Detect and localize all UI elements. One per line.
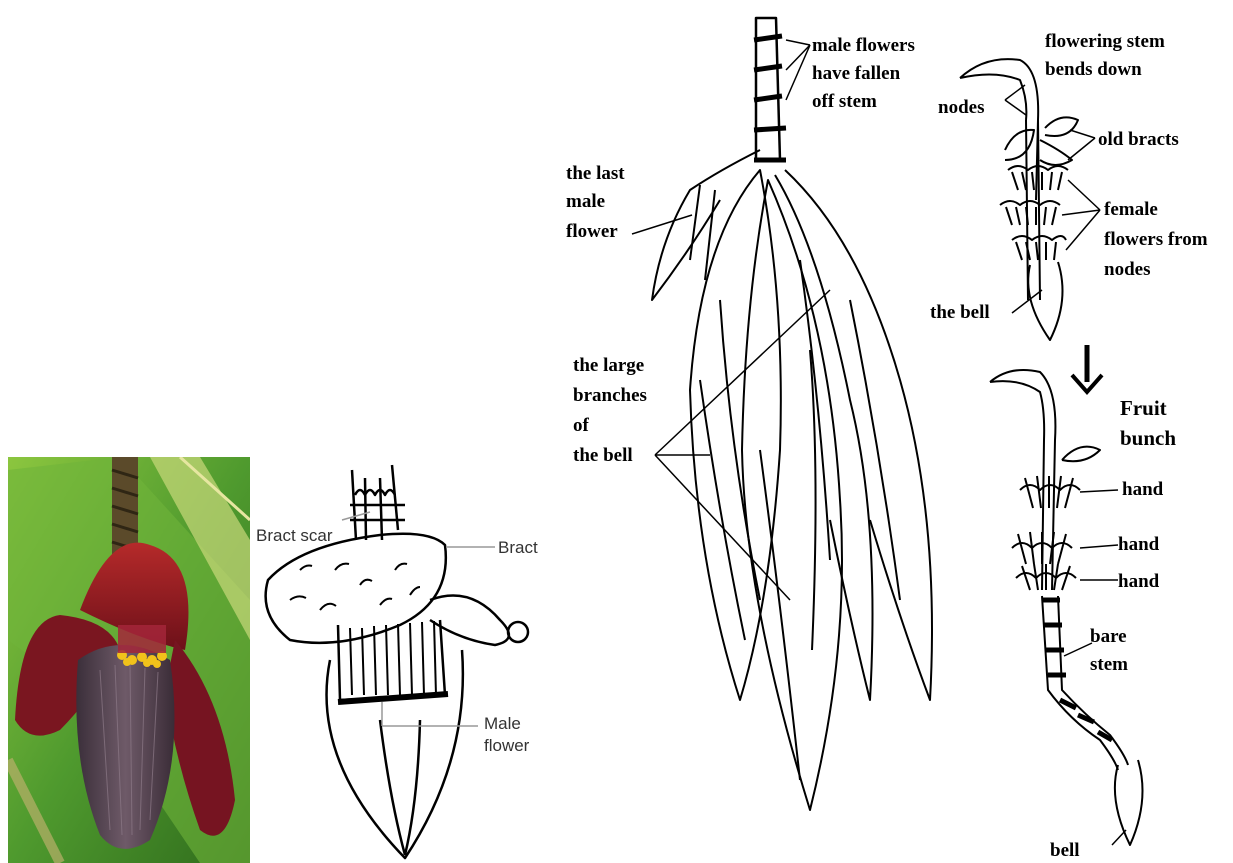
male-flower-cluster (338, 620, 445, 700)
bell-branch-left (690, 170, 781, 700)
old-bracts-label: old bracts (1098, 129, 1179, 150)
male-flower-label-line2: flower (484, 736, 530, 755)
banana-flower-photo (8, 457, 250, 863)
bell-branch-right-1 (775, 175, 873, 700)
hand-1 (1020, 476, 1080, 508)
hand-2 (1012, 532, 1072, 564)
last-male-label-2: male (566, 191, 605, 212)
fruit-bunch-label-2: bunch (1120, 426, 1176, 450)
hand-label-2: hand (1118, 534, 1160, 555)
hand-label-3: hand (1118, 571, 1160, 592)
hand-label-1: hand (1122, 479, 1164, 500)
bract-bell-bud (327, 650, 463, 858)
male-flower-label-line1: Male (484, 714, 521, 733)
bends-label-1: flowering stem (1045, 31, 1165, 52)
large-branches-label-2: branches (573, 385, 647, 406)
male-fallen-label-2: have fallen (812, 63, 901, 84)
bract-sketch (266, 465, 528, 858)
bract-scar-label: Bract scar (256, 526, 333, 545)
male-fallen-label-3: off stem (812, 91, 877, 112)
bell-drawing (632, 18, 932, 810)
fruit-bell-label: bell (1050, 840, 1080, 861)
bare-stem-label-1: bare (1090, 626, 1127, 647)
last-male-label-1: the last (566, 163, 625, 184)
large-branches-label-3: of (573, 415, 590, 436)
female-label-1: female (1104, 199, 1158, 220)
bare-stem (1042, 596, 1128, 770)
bract-label: Bract (498, 538, 538, 557)
large-branches-label-1: the large (573, 355, 644, 376)
bare-stem-label-2: stem (1090, 654, 1128, 675)
fruit-bunch-label-1: Fruit (1120, 396, 1167, 420)
down-arrow-icon (1072, 345, 1102, 392)
fruit-bell (1115, 760, 1143, 845)
nodes-label: nodes (938, 97, 984, 118)
bends-label-2: bends down (1045, 59, 1142, 80)
female-label-2: flowers from (1104, 229, 1208, 250)
bract-scar-stem (352, 465, 398, 540)
last-male-label-3: flower (566, 221, 618, 242)
fruit-stem-curve (990, 370, 1055, 590)
hand-3 (1016, 564, 1076, 590)
female-label-3: nodes (1104, 259, 1150, 280)
the-bell-label: the bell (930, 302, 990, 323)
stem-bell (1028, 262, 1062, 340)
large-branches-label-4: the bell (573, 445, 633, 466)
male-fallen-label-1: male flowers (812, 35, 915, 56)
bract-shape (266, 534, 446, 643)
